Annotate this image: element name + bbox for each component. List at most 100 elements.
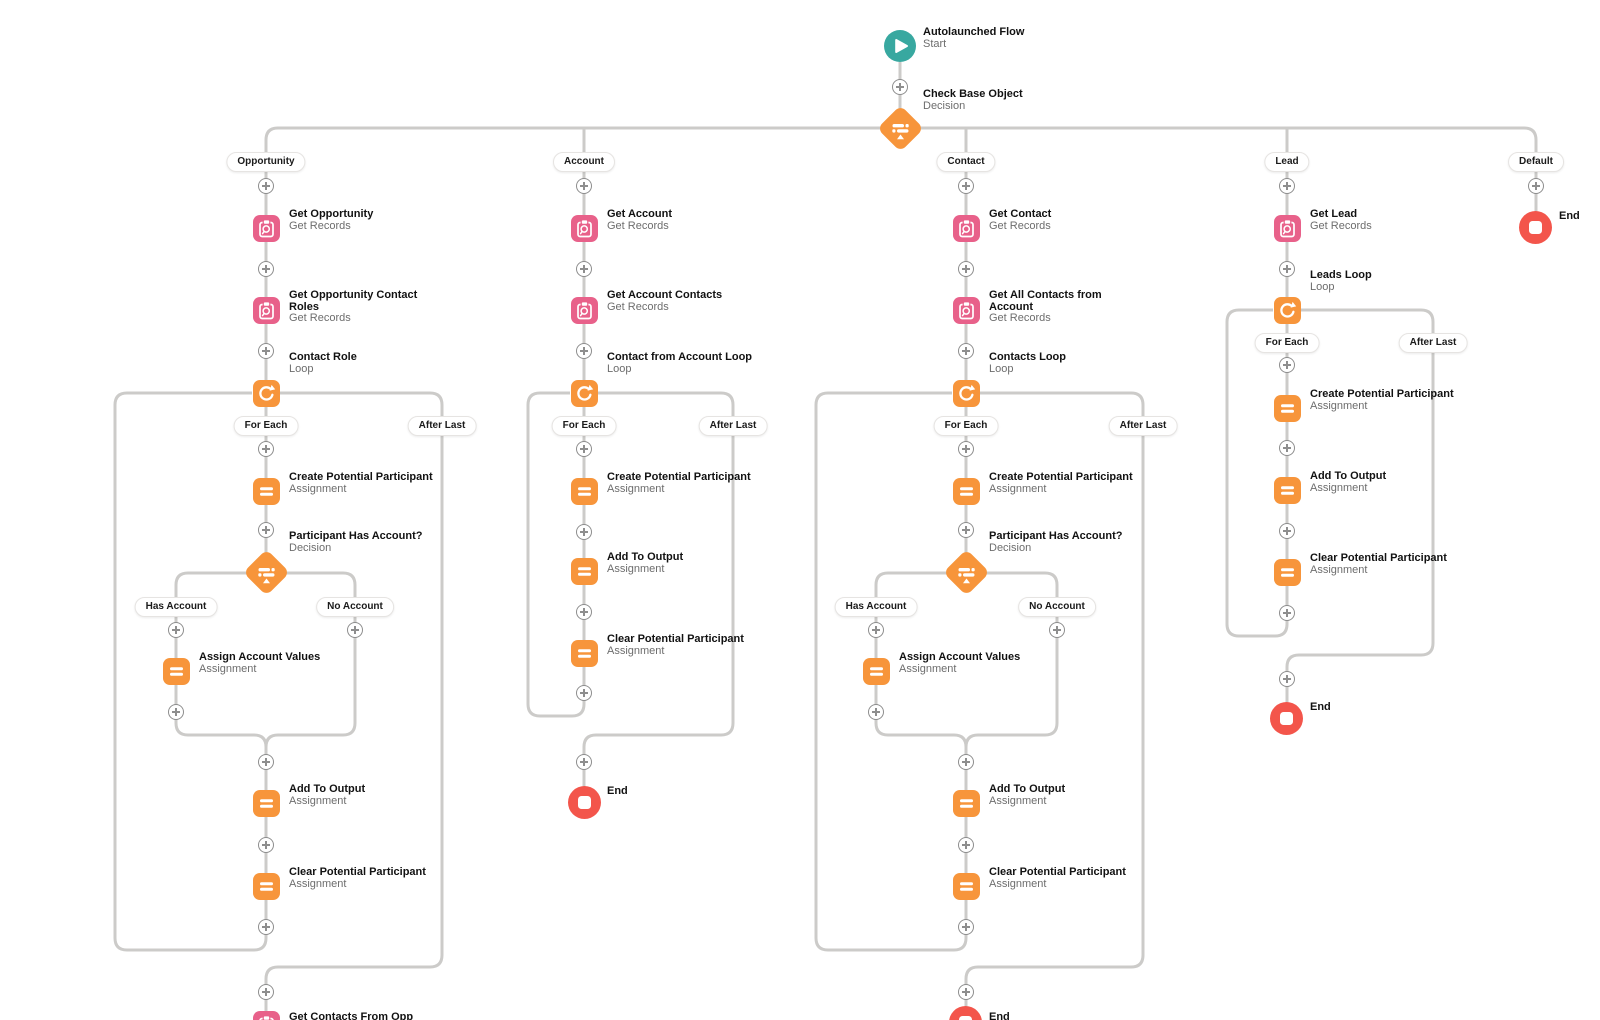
loop-pill-for-each: For Each — [1254, 333, 1320, 353]
node-contact-from-account-loop[interactable] — [571, 380, 598, 407]
add-element-button[interactable] — [958, 261, 974, 277]
add-element-button[interactable] — [576, 343, 592, 359]
node-label: Add To Output Assignment — [1310, 470, 1386, 494]
add-element-button[interactable] — [868, 622, 884, 638]
play-icon — [895, 39, 908, 53]
node-clear-potential-participant[interactable] — [953, 873, 980, 900]
node-clear-potential-participant[interactable] — [1274, 559, 1301, 586]
node-label: Contact from Account Loop Loop — [607, 351, 752, 375]
node-label: Assign Account Values Assignment — [199, 651, 320, 675]
node-get-account[interactable] — [571, 215, 598, 242]
node-title: Create Potential Participant — [289, 471, 433, 483]
node-contact-role-loop[interactable] — [253, 380, 280, 407]
node-type: Assignment — [1310, 563, 1368, 576]
add-element-button[interactable] — [576, 261, 592, 277]
node-create-potential-participant[interactable] — [571, 478, 598, 505]
add-element-button[interactable] — [258, 984, 274, 1000]
add-element-button[interactable] — [258, 522, 274, 538]
get-records-icon — [577, 219, 592, 238]
add-element-button[interactable] — [1528, 178, 1544, 194]
node-title: Clear Potential Participant — [607, 633, 744, 645]
add-element-button[interactable] — [958, 441, 974, 457]
add-element-button[interactable] — [258, 754, 274, 770]
node-add-to-output[interactable] — [253, 790, 280, 817]
add-element-button[interactable] — [892, 79, 908, 95]
add-element-button[interactable] — [1279, 440, 1295, 456]
node-assign-account-values[interactable] — [163, 658, 190, 685]
add-element-button[interactable] — [576, 178, 592, 194]
add-element-button[interactable] — [258, 261, 274, 277]
add-element-button[interactable] — [1279, 178, 1295, 194]
node-contacts-loop[interactable] — [953, 380, 980, 407]
add-element-button[interactable] — [258, 441, 274, 457]
node-leads-loop[interactable] — [1274, 297, 1301, 324]
node-label: Get Opportunity Contact Roles Get Record… — [289, 289, 439, 325]
node-assign-account-values[interactable] — [863, 658, 890, 685]
add-element-button[interactable] — [576, 685, 592, 701]
add-element-button[interactable] — [576, 441, 592, 457]
node-title: Clear Potential Participant — [989, 866, 1126, 878]
node-create-potential-participant[interactable] — [953, 478, 980, 505]
add-element-button[interactable] — [576, 754, 592, 770]
add-element-button[interactable] — [958, 343, 974, 359]
node-participant-has-account[interactable] — [943, 549, 990, 596]
loop-pill-for-each: For Each — [551, 416, 617, 436]
add-element-button[interactable] — [868, 704, 884, 720]
node-title: Check Base Object — [923, 88, 1023, 100]
add-element-button[interactable] — [958, 837, 974, 853]
branch-pill-lead: Lead — [1264, 152, 1310, 172]
add-element-button[interactable] — [1279, 605, 1295, 621]
node-get-account-contacts[interactable] — [571, 297, 598, 324]
end-node[interactable] — [568, 786, 601, 819]
add-element-button[interactable] — [347, 622, 363, 638]
node-check-base-object[interactable] — [877, 105, 924, 152]
add-element-button[interactable] — [958, 754, 974, 770]
start-node[interactable] — [884, 30, 916, 62]
node-label: Assign Account Values Assignment — [899, 651, 1020, 675]
add-element-button[interactable] — [168, 622, 184, 638]
add-element-button[interactable] — [1279, 523, 1295, 539]
node-add-to-output[interactable] — [1274, 477, 1301, 504]
add-element-button[interactable] — [168, 704, 184, 720]
node-get-all-contacts-from-account[interactable] — [953, 297, 980, 324]
node-type: Assignment — [289, 794, 347, 807]
node-title: Leads Loop — [1310, 269, 1372, 281]
add-element-button[interactable] — [258, 343, 274, 359]
node-get-lead[interactable] — [1274, 215, 1301, 242]
node-get-opportunity[interactable] — [253, 215, 280, 242]
add-element-button[interactable] — [958, 919, 974, 935]
add-element-button[interactable] — [958, 984, 974, 1000]
branch-pill-opportunity: Opportunity — [226, 152, 306, 172]
add-element-button[interactable] — [258, 919, 274, 935]
node-add-to-output[interactable] — [953, 790, 980, 817]
node-clear-potential-participant[interactable] — [253, 873, 280, 900]
node-title: Clear Potential Participant — [289, 866, 426, 878]
node-clear-potential-participant[interactable] — [571, 640, 598, 667]
node-get-contact[interactable] — [953, 215, 980, 242]
node-participant-has-account[interactable] — [243, 549, 290, 596]
add-element-button[interactable] — [1279, 261, 1295, 277]
add-element-button[interactable] — [958, 178, 974, 194]
add-element-button[interactable] — [258, 837, 274, 853]
add-element-button[interactable] — [576, 604, 592, 620]
add-element-button[interactable] — [1279, 671, 1295, 687]
node-title: Get All Contacts from Account — [989, 289, 1102, 313]
end-node[interactable] — [1519, 211, 1552, 244]
add-element-button[interactable] — [1279, 357, 1295, 373]
add-element-button[interactable] — [258, 178, 274, 194]
assignment-icon — [870, 667, 883, 676]
add-element-button[interactable] — [958, 522, 974, 538]
end-node[interactable] — [1270, 702, 1303, 735]
node-create-potential-participant[interactable] — [1274, 395, 1301, 422]
node-label: Clear Potential Participant Assignment — [607, 633, 744, 657]
add-element-button[interactable] — [576, 524, 592, 540]
node-title: Add To Output — [607, 551, 684, 563]
node-create-potential-participant[interactable] — [253, 478, 280, 505]
end-node[interactable] — [949, 1006, 982, 1020]
node-title: Get Opportunity — [289, 208, 374, 220]
node-get-contacts-from-opp[interactable] — [253, 1011, 280, 1020]
node-add-to-output[interactable] — [571, 558, 598, 585]
node-get-opportunity-contact-roles[interactable] — [253, 297, 280, 324]
add-element-button[interactable] — [1049, 622, 1065, 638]
